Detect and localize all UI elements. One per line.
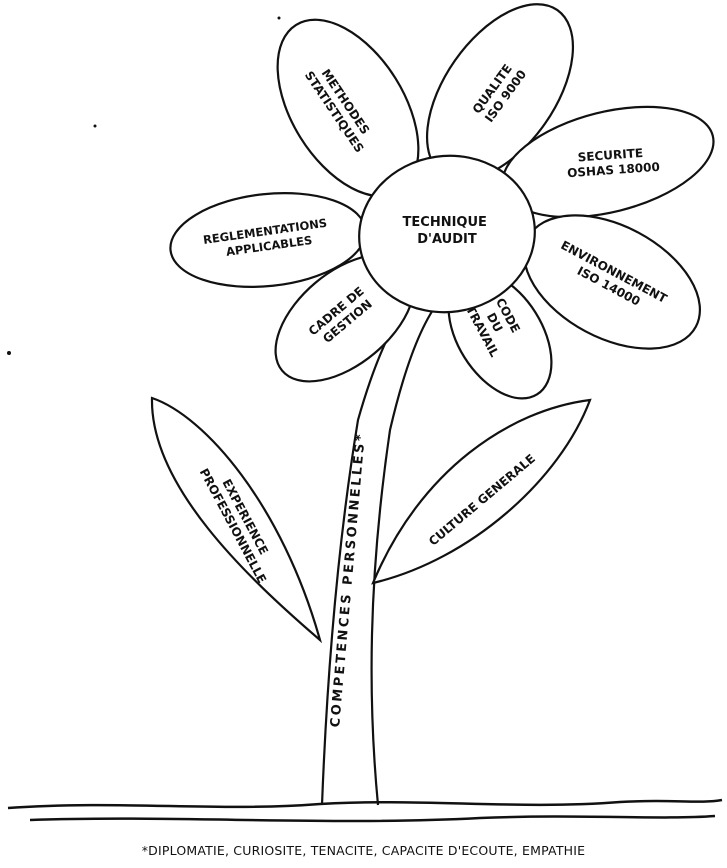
stray-dot: [94, 125, 97, 128]
leaf-experience-professionnelle: EXPERIENCE PROFESSIONNELLE: [152, 398, 320, 640]
ground-line: [8, 800, 722, 808]
center-label-line-2: D'AUDIT: [417, 232, 477, 247]
stray-dot: [7, 351, 11, 355]
footnote: *DIPLOMATIE, CURIOSITE, TENACITE, CAPACI…: [0, 843, 727, 858]
leaf-culture-generale: CULTURE GENERALE: [373, 400, 590, 583]
stray-dot: [278, 17, 281, 20]
center-label-line-1: TECHNIQUE: [403, 215, 487, 230]
ground-line-2: [30, 816, 715, 821]
